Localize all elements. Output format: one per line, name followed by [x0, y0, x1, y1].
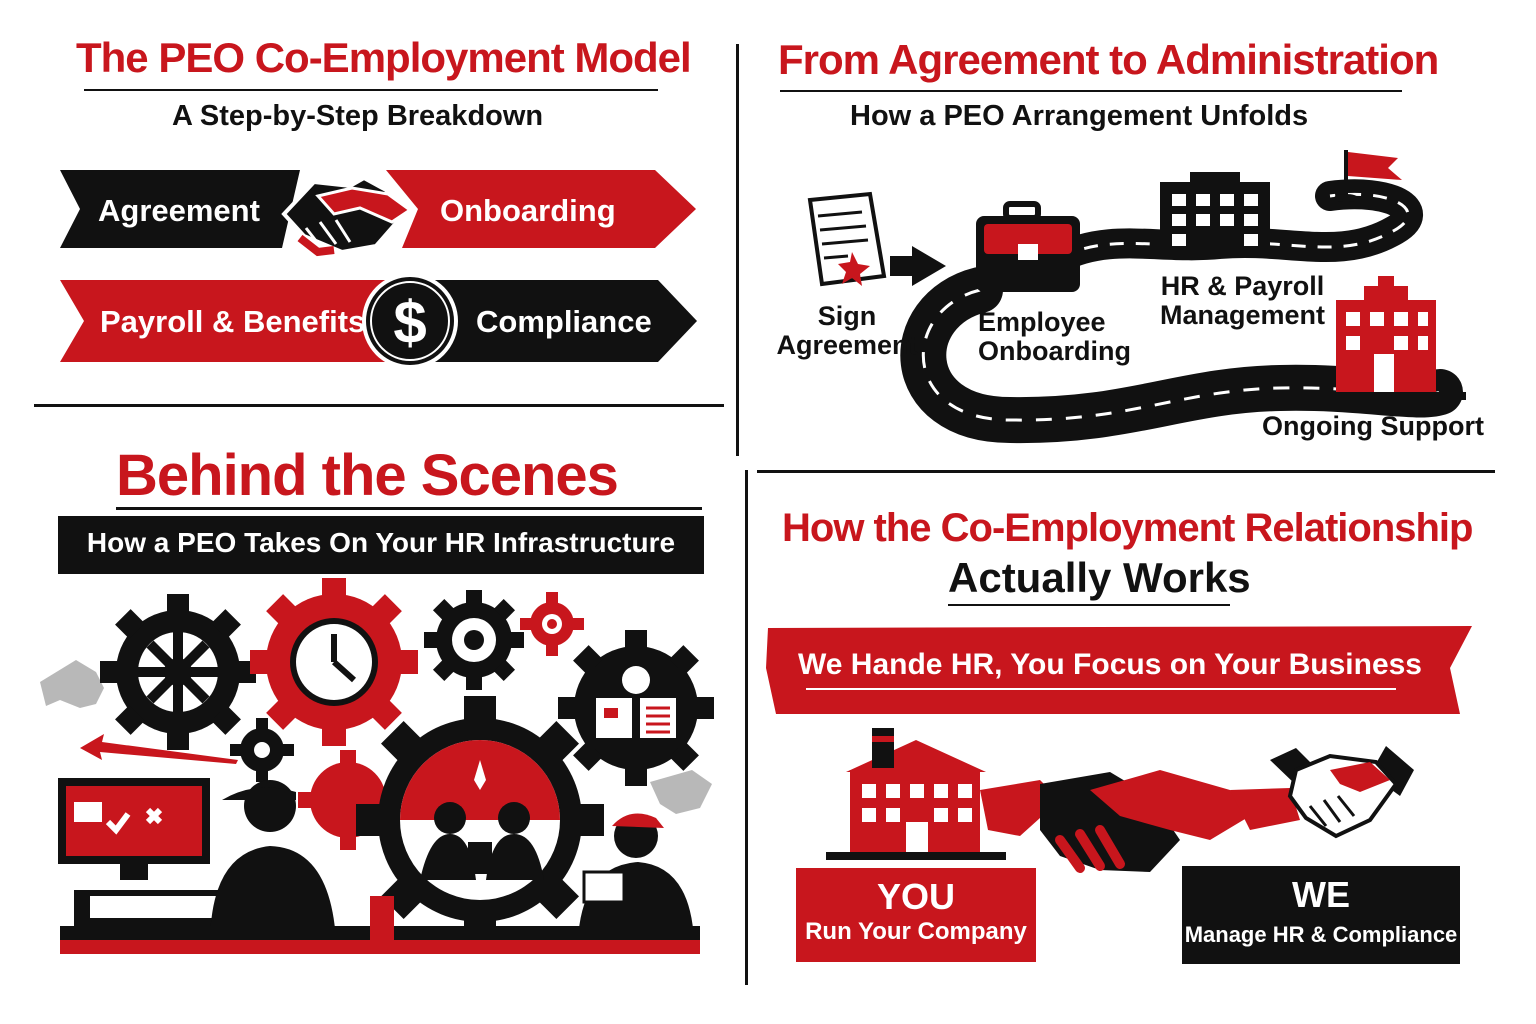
worker-cap-icon: [578, 813, 694, 940]
checklist-gear-icon: [558, 630, 714, 786]
checklist-icon: [596, 698, 676, 738]
handshake-icon: [281, 175, 413, 257]
you-box: [796, 868, 1036, 962]
computer-icon: [58, 778, 244, 930]
panel2-title-underline: [780, 90, 1402, 92]
we-text: Manage HR & Compliance: [1184, 922, 1458, 947]
briefcase-icon: [976, 201, 1080, 292]
tiny-gear-icon: [520, 592, 584, 656]
we-heading: WE: [1292, 874, 1350, 915]
stage-hr-payroll: HR & Payroll Management: [1160, 271, 1326, 331]
clock-gear-icon: [250, 578, 418, 746]
agreement-ribbon: [60, 170, 300, 248]
stage-sign-line1: Sign: [817, 301, 877, 331]
vertical-divider-bottom: [745, 470, 748, 985]
panel2-title: From Agreement to Administration: [778, 36, 1439, 83]
wrench-icon: [40, 660, 104, 708]
panel4-title: How the Co-Employment Relationship: [782, 506, 1473, 550]
stage-onboarding-line2: Onboarding: [978, 336, 1131, 367]
panel4-title-underline: [948, 604, 1230, 606]
stage-onboarding-line1: Employee: [978, 307, 1106, 337]
panel4-banner-text: We Hande HR, You Focus on Your Business: [798, 648, 1422, 681]
horizontal-divider-right: [757, 470, 1495, 473]
red-building-icon: [1326, 276, 1466, 400]
small-gear-icon: [424, 590, 524, 690]
compliance-ribbon: [430, 280, 697, 362]
panel3-title-underline: [116, 507, 702, 510]
dollar-symbol: $: [393, 289, 426, 356]
office-building-icon: [1160, 172, 1270, 254]
step-onboarding: Onboarding: [440, 193, 616, 228]
document-icon: [807, 191, 887, 287]
vertical-divider-top: [736, 44, 739, 456]
panel4-banner: [766, 626, 1472, 714]
onboarding-ribbon: [386, 170, 696, 248]
step-agreement: Agreement: [98, 193, 260, 228]
panel1-title: The PEO Co-Employment Model: [76, 34, 692, 81]
stage-ongoing-support: Ongoing Support: [1262, 411, 1484, 441]
step-compliance: Compliance: [476, 304, 652, 339]
stage-sign-line2: Agreement: [776, 330, 918, 361]
panel3-title: Behind the Scenes: [116, 443, 619, 508]
panel2-journey-graphic: [807, 150, 1466, 444]
gear-small-left-icon: [230, 718, 294, 782]
wrench-icon-2: [650, 770, 712, 814]
company-building-icon: [826, 728, 1006, 860]
stage-hr-line1: HR & Payroll: [1160, 271, 1325, 301]
payroll-ribbon: [60, 280, 392, 362]
panel2-subtitle: How a PEO Arrangement Unfolds: [850, 100, 1309, 132]
panel1-steps-graphic: Agreement Onboarding $ Payroll & Benefit…: [60, 170, 697, 369]
horizontal-divider-left: [34, 404, 724, 407]
you-heading: YOU: [876, 876, 955, 917]
we-box: [1182, 866, 1460, 964]
panel4-title2: Actually Works: [948, 554, 1251, 601]
gear-icon: [100, 594, 256, 750]
panel1-subtitle: A Step-by-Step Breakdown: [172, 100, 544, 132]
panel3-gears-graphic: [40, 578, 714, 954]
flag-icon: [1334, 150, 1402, 202]
small-handshake-icon: [1270, 746, 1414, 839]
stage-employee-onboarding: Employee Onboarding: [978, 307, 1131, 367]
stage-sign-agreement: Sign Agreement: [772, 301, 922, 361]
worker-icon: [210, 780, 336, 940]
step-payroll-benefits: Payroll & Benefits: [100, 304, 365, 339]
arrow-icon: [890, 246, 946, 286]
handshake-icon: [980, 770, 1300, 873]
red-arrow-icon: [80, 734, 238, 764]
panel3-subtitle: How a PEO Takes On Your HR Infrastructur…: [86, 527, 676, 558]
panel1-title-underline: [84, 89, 658, 91]
stage-hr-line2: Management: [1160, 300, 1326, 331]
dollar-icon: $: [362, 273, 458, 369]
panel3-subtitle-bar: [58, 516, 704, 574]
desk-base: [60, 940, 700, 954]
you-text: Run Your Company: [805, 918, 1027, 945]
panel4-banner-underline: [806, 688, 1396, 690]
